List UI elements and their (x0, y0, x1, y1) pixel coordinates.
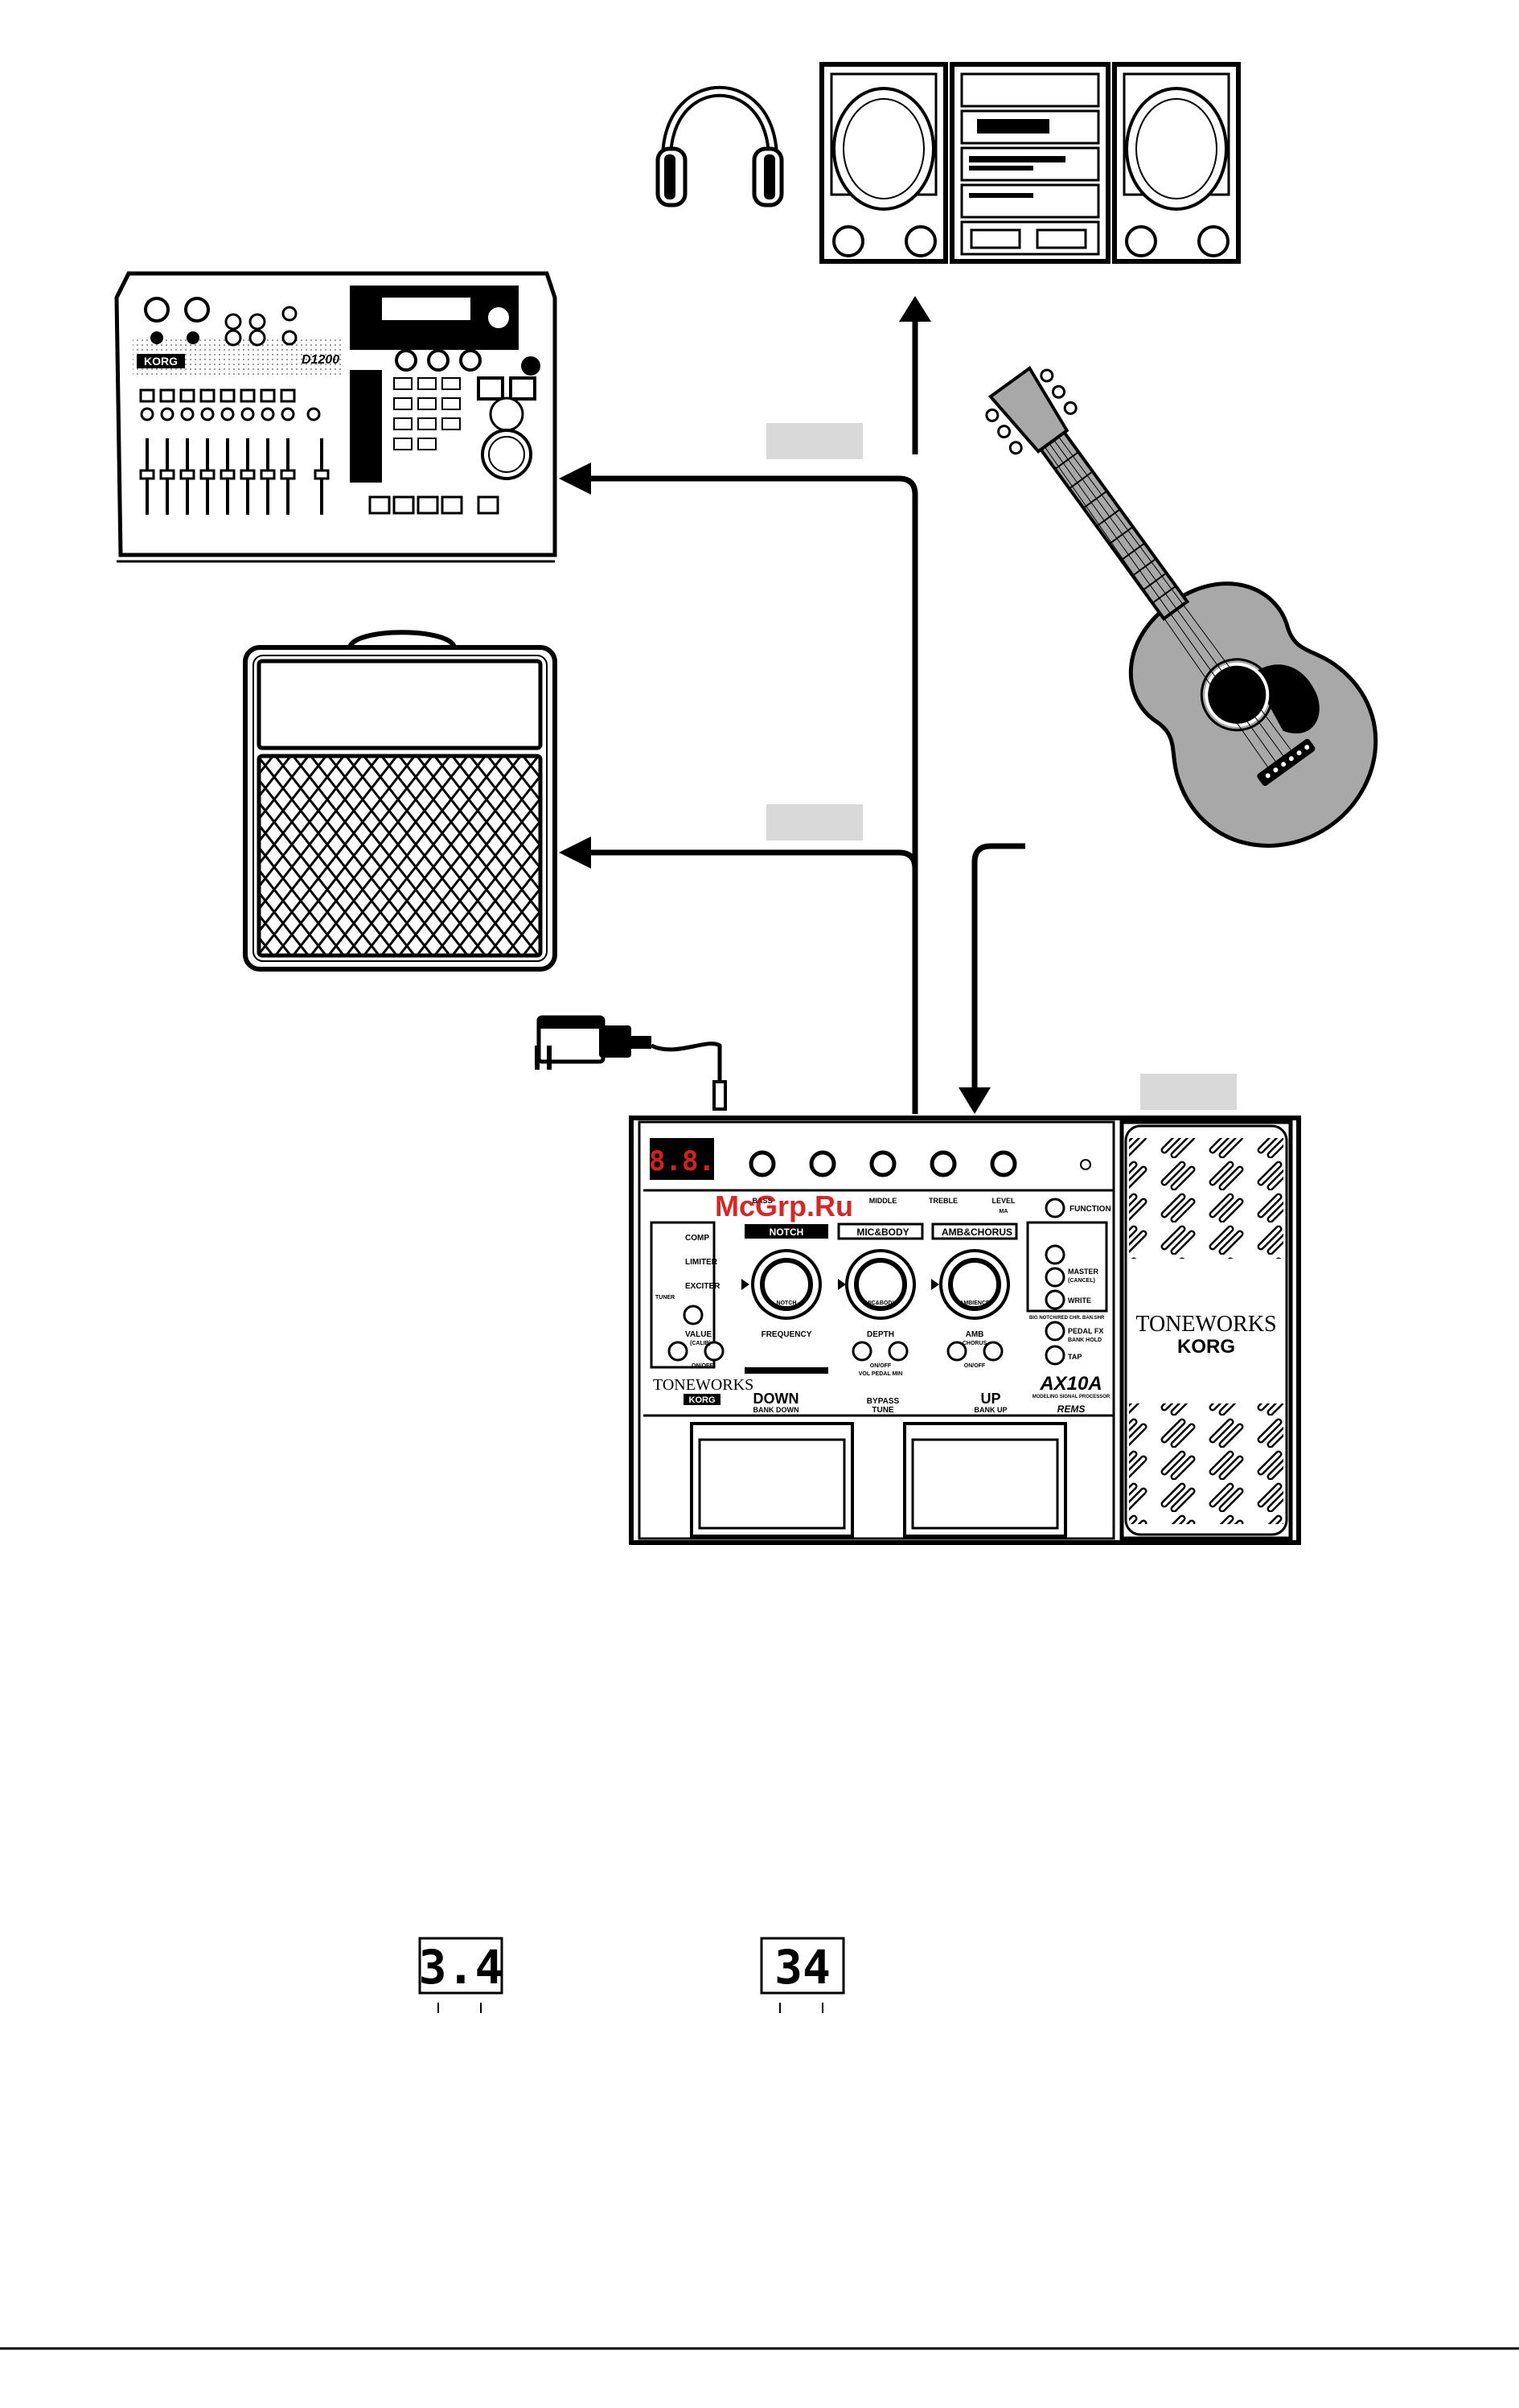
rems-logo: REMS (1057, 1403, 1086, 1415)
limiter-label: LIMITER (685, 1258, 718, 1267)
display-example-2-value: 34 (774, 1940, 831, 1995)
recorder-model: D1200 (302, 353, 339, 367)
value-label: VALUE (685, 1330, 712, 1339)
section-notch: NOTCH (770, 1227, 804, 1238)
acoustic-guitar-icon (985, 365, 1378, 849)
bypass-label: BYPASS (867, 1397, 900, 1406)
depth-label: DEPTH (867, 1330, 894, 1339)
processor-brand-toneworks: TONEWORKS (653, 1376, 753, 1394)
ambience-knob-label: AMBIENCE (959, 1301, 990, 1306)
fine-print: BIG NOTCH/RED CHR. BAN.SHR (1029, 1316, 1105, 1321)
pedal-brand-korg: KORG (1177, 1336, 1235, 1358)
bank-hold-label: BANK HOLD (1068, 1338, 1102, 1343)
display-example-1: 3.4 (418, 1937, 503, 2013)
processor-brand-korg: KORG (689, 1395, 716, 1405)
cancel-label: (CANCEL) (1068, 1278, 1095, 1284)
bank-up-label: BANK UP (974, 1406, 1007, 1414)
write-label: WRITE (1068, 1296, 1091, 1305)
guitar-amplifier-icon (243, 630, 557, 972)
vol-pedal-min-label: VOL PEDAL MIN (859, 1371, 903, 1377)
processor-display: 8.8. (649, 1145, 715, 1177)
display-example-2: 34 (760, 1937, 845, 2013)
tune-label: TUNE (872, 1406, 894, 1415)
ac-adapter-icon (535, 1015, 727, 1111)
comp-label: COMP (685, 1234, 709, 1243)
knob-label-level-sub: MA (1000, 1209, 1008, 1214)
connection-tag-amp (766, 804, 863, 840)
multitrack-recorder-icon: KORG D1200 (114, 271, 557, 563)
tuner-label: TUNER (655, 1295, 675, 1301)
headphones-icon (655, 85, 784, 208)
value-onoff-label: ON/OFF (692, 1363, 713, 1369)
down-label: DOWN (753, 1391, 799, 1407)
amb-label: AMB (966, 1330, 984, 1339)
chorus-label: CHORUS (963, 1341, 987, 1346)
up-label: UP (980, 1391, 1000, 1407)
pedal-brand-toneworks: TONEWORKS (1135, 1312, 1276, 1337)
pedal-fx-label: PEDAL FX (1068, 1327, 1103, 1335)
bank-down-label: BANK DOWN (753, 1406, 799, 1414)
knob-label-level: LEVEL (991, 1197, 1016, 1205)
connection-tag-recorder (766, 423, 863, 459)
mic-body-knob-label: MIC&BODY (865, 1301, 896, 1306)
value-sub-label: (CALIB) (690, 1341, 711, 1346)
processor-model: AX10A (1039, 1373, 1102, 1395)
function-label: FUNCTION (1069, 1205, 1111, 1214)
master-label: MASTER (1068, 1268, 1099, 1276)
frequency-label: FREQUENCY (762, 1330, 812, 1339)
stereo-system-icon (819, 62, 1241, 264)
knob-label-bass: BASS (752, 1197, 772, 1205)
section-mic-body: MIC&BODY (856, 1227, 909, 1238)
connection-tag-processor (1140, 1074, 1237, 1110)
connection-lines (591, 322, 1025, 1114)
exciter-label: EXCITER (685, 1282, 720, 1291)
watermark: McGrp.Ru (715, 1190, 853, 1222)
display-example-1-value: 3.4 (419, 1940, 503, 1995)
depth-onoff-label: ON/OFF (870, 1363, 892, 1369)
recorder-brand: KORG (144, 355, 178, 368)
section-amb-chorus: AMB&CHORUS (942, 1227, 1012, 1238)
processor-model-sub: MODELING SIGNAL PROCESSOR (1033, 1395, 1111, 1399)
knob-label-treble: TREBLE (929, 1197, 958, 1205)
pedal-processor-icon (629, 1116, 1301, 1545)
knob-label-middle: MIDDLE (869, 1197, 897, 1205)
amb-onoff-label: ON/OFF (964, 1363, 986, 1369)
tap-label: TAP (1068, 1353, 1082, 1361)
notch-knob-label: NOTCH (777, 1301, 797, 1306)
arrowheads (559, 296, 991, 1114)
